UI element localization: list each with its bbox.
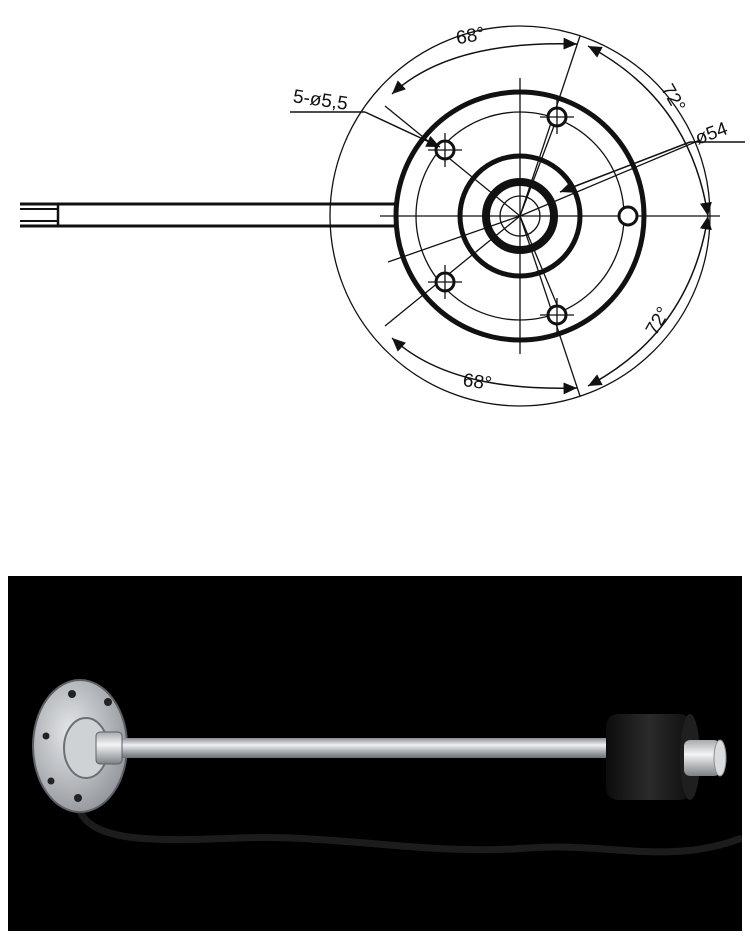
technical-drawing: 68° 68° 72° 72° 5-ø5,5 ø54 [0,0,750,440]
hole-3 [617,205,639,227]
sensor-float [606,714,692,800]
label-right-top-angle: 72° [656,81,689,116]
label-top-angle: 68° [454,24,486,50]
flange-holes [42,690,112,802]
hole-crosshairs [428,100,574,332]
label-bottom-angle: 68° [462,370,493,395]
label-holes: 5-ø5,5 [292,86,349,114]
sensor-photo-svg [32,679,742,856]
product-photo [8,576,742,931]
arc-arrows [391,37,712,395]
rod-collar [95,731,123,765]
end-cap-face [713,739,727,777]
probe-rod [20,202,395,228]
label-diameter: ø54 [693,118,731,149]
radial-lines [384,35,701,397]
sensor-cable [74,804,742,856]
diameter-leader [559,141,745,193]
sensor-rod [98,738,618,758]
hole-leader [290,111,441,148]
flange-drawing-svg: 68° 68° 72° 72° 5-ø5,5 ø54 [20,24,745,407]
end-cap [684,740,720,776]
